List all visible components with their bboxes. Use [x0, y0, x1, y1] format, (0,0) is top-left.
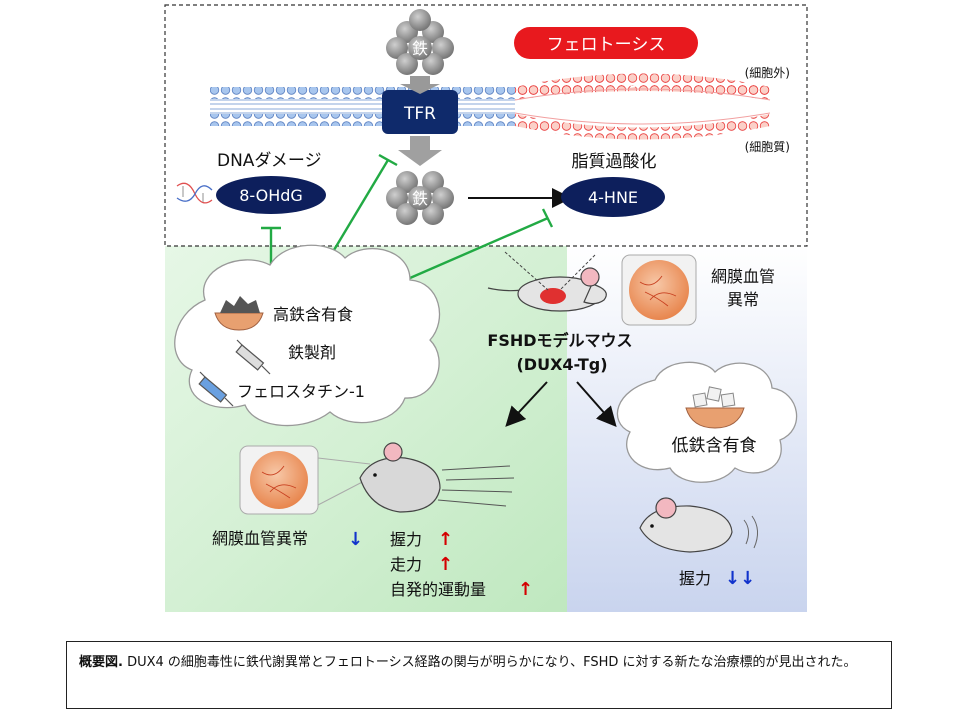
- treatment-cloud: [174, 244, 441, 427]
- dna-damage-label: DNAダメージ: [217, 151, 322, 171]
- cytoplasm-label: (細胞質): [745, 139, 790, 154]
- hne-label: 4-HNE: [588, 188, 638, 207]
- run-label: 走力: [390, 555, 422, 574]
- caption-body: DUX4 の細胞毒性に鉄代謝異常とフェロトーシス経路の関与が明らかになり、FSH…: [122, 655, 857, 670]
- syringe-icon: [235, 339, 271, 375]
- ohdg-ellipse: [216, 176, 326, 214]
- iron-top-label: 鉄: [412, 39, 428, 58]
- iron-agent-label: 鉄製剤: [288, 343, 336, 362]
- retina-left-label: 網膜血管異常: [212, 529, 308, 548]
- model-mouse-icon: [487, 251, 607, 312]
- branch-arrow-left: [505, 381, 548, 427]
- tfr-receptor: [382, 90, 458, 134]
- retina-icon-left: [239, 445, 371, 515]
- extracellular-label: (細胞外): [745, 66, 790, 80]
- iron-cluster-top: [386, 9, 454, 75]
- grip-down-arrows: ↓↓: [725, 568, 755, 589]
- retina-label-1: 網膜血管: [711, 267, 775, 286]
- figure-caption: 概要図. DUX4 の細胞毒性に鉄代謝異常とフェロトーシス経路の関与が明らかにな…: [66, 641, 892, 709]
- hne-ellipse: [561, 177, 665, 217]
- low-iron-food-icon: [685, 386, 745, 429]
- ferrostatin-label: フェロスタチン-1: [237, 382, 365, 401]
- high-iron-diet-label: 高鉄含有食: [273, 305, 353, 324]
- low-iron-diet-label: 低鉄含有食: [672, 436, 757, 456]
- caption-lead: 概要図.: [79, 655, 123, 670]
- tfr-label: TFR: [403, 104, 436, 124]
- run-up-arrow: ↑: [438, 554, 453, 575]
- retina-icon-right: [621, 254, 697, 326]
- diagram-canvas: TFR 鉄 鉄 フェロトーシス (細胞外) (細胞質) DNAダメージ 8-OH…: [164, 4, 808, 612]
- weak-mouse-icon: [639, 497, 758, 553]
- voluntary-up-arrow: ↑: [518, 579, 533, 600]
- retina-label-2: 異常: [727, 290, 759, 309]
- retina-down-arrow: ↓: [348, 529, 363, 550]
- ferroptosis-pill: [514, 27, 698, 59]
- running-mouse-icon: [359, 442, 515, 513]
- syringe-blue-icon: [198, 371, 234, 407]
- dna-icon: [176, 182, 213, 204]
- model-mouse-label: FSHDモデルマウス: [487, 331, 632, 350]
- iron-mid-label: 鉄: [412, 189, 428, 208]
- ohdg-label: 8-OHdG: [239, 186, 303, 205]
- ferroptosis-label: フェロトーシス: [547, 35, 666, 55]
- lipid-peroxidation-label: 脂質過酸化: [572, 152, 657, 172]
- grip-label: 握力: [390, 530, 422, 549]
- grip-up-arrow: ↑: [438, 529, 453, 550]
- iron-cluster-mid: [386, 171, 454, 225]
- branch-arrow-right: [576, 381, 617, 428]
- import-arrow-top: [400, 76, 440, 94]
- import-arrow-bottom: [398, 136, 442, 166]
- food-bowl-icon: [214, 296, 264, 331]
- model-name-label: (DUX4-Tg): [516, 355, 607, 374]
- voluntary-label: 自発的運動量: [390, 580, 486, 599]
- grip-right-label: 握力: [679, 569, 711, 588]
